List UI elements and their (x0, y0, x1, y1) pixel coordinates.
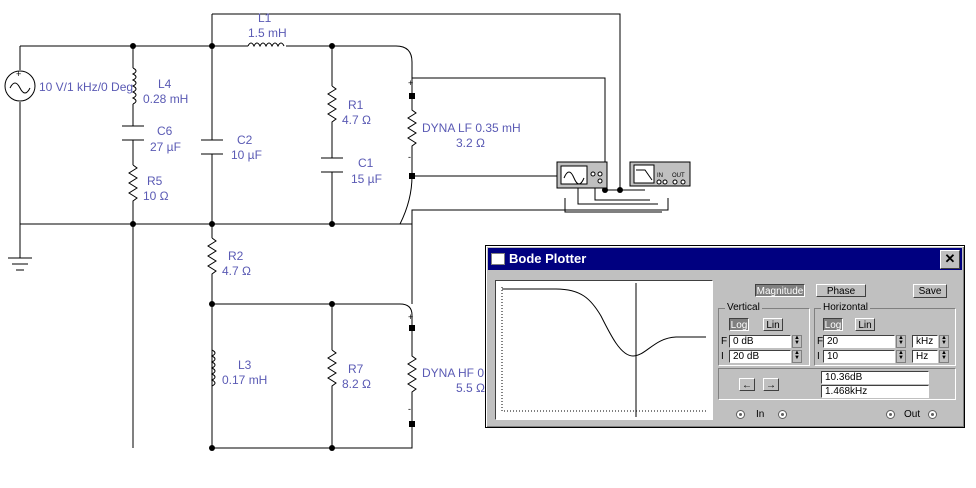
horizontal-final-unit[interactable]: kHz (912, 335, 938, 348)
C6-value: 27 µF (150, 140, 181, 154)
horizontal-initial-unit[interactable]: Hz (912, 350, 938, 363)
ac-source-symbol (4, 70, 36, 102)
C2-value: 10 µF (231, 148, 262, 162)
L4-name: L4 (158, 77, 172, 91)
vertical-final-spinner[interactable]: ▲▼ (792, 335, 802, 348)
resistor-R5-symbol (128, 164, 138, 205)
horizontal-final-field[interactable]: 20 (823, 335, 895, 348)
in-terminal-plus[interactable] (736, 410, 745, 419)
window-title: Bode Plotter (509, 251, 587, 266)
horizontal-final-unit-spinner[interactable]: ▲▼ (939, 335, 949, 348)
horizontal-f-label: F (817, 336, 824, 347)
bode-plotter-window[interactable]: Bode Plotter ✕ Magnitude Phase Save Vert… (485, 245, 965, 428)
L1-value: 1.5 mH (248, 26, 287, 40)
R7-name: R7 (348, 362, 364, 376)
svg-text:-: - (408, 404, 411, 414)
close-icon[interactable]: ✕ (940, 250, 960, 269)
readout-group: ← → 10.36dB 1.468kHz (718, 368, 956, 400)
cursor-right-button[interactable]: → (763, 378, 779, 391)
vertical-f-label: F (721, 336, 728, 347)
L3-value: 0.17 mH (222, 373, 267, 387)
polarity-marks: + - + - (408, 78, 413, 414)
R5-value: 10 Ω (143, 189, 169, 203)
horizontal-title: Horizontal (821, 302, 871, 313)
horizontal-i-label: I (817, 351, 820, 362)
dyna-hf-value: 5.5 Ω (456, 381, 485, 395)
dyna-lf-name: DYNA LF 0.35 mH (422, 121, 521, 135)
readout-frequency: 1.468kHz (821, 385, 929, 398)
R2-value: 4.7 Ω (222, 264, 251, 278)
dyna-lf-symbol (407, 96, 417, 150)
bode-plot-area[interactable] (495, 280, 713, 420)
vertical-initial-spinner[interactable]: ▲▼ (792, 350, 802, 363)
vertical-initial-field[interactable]: 20 dB (729, 350, 791, 363)
vertical-final-field[interactable]: 0 dB (729, 335, 791, 348)
horizontal-initial-spinner[interactable]: ▲▼ (896, 350, 906, 363)
R1-name: R1 (348, 98, 364, 112)
capacitor-C6-symbol (122, 125, 144, 141)
plus-sign: + (16, 69, 21, 79)
bode-title-bar[interactable]: Bode Plotter ✕ (488, 248, 962, 270)
cursor-left-button[interactable]: ← (739, 378, 755, 391)
svg-text:-: - (408, 152, 411, 162)
R2-name: R2 (228, 249, 244, 263)
svg-text:+: + (408, 312, 413, 322)
vertical-log-button[interactable]: Log (729, 318, 749, 331)
C6-name: C6 (157, 124, 173, 138)
terminals (409, 93, 415, 427)
inductor-L3-symbol (210, 349, 216, 396)
horizontal-final-spinner[interactable]: ▲▼ (896, 335, 906, 348)
vertical-lin-button[interactable]: Lin (763, 318, 783, 331)
dyna-hf-symbol (407, 350, 417, 400)
R1-value: 4.7 Ω (342, 113, 371, 127)
resistor-R2-symbol (207, 237, 217, 282)
horizontal-lin-button[interactable]: Lin (855, 318, 875, 331)
save-button[interactable]: Save (913, 284, 947, 298)
capacitor-C2-symbol (201, 139, 223, 155)
magnitude-button[interactable]: Magnitude (755, 284, 805, 297)
dyna-hf-name: DYNA HF 0. (422, 366, 487, 380)
horizontal-log-button[interactable]: Log (823, 318, 843, 331)
oscilloscope-instrument-icon[interactable] (556, 161, 608, 189)
bode-magnitude-curve (501, 283, 706, 417)
wires (8, 13, 669, 449)
R5-name: R5 (147, 174, 163, 188)
out-label: Out (904, 409, 921, 420)
C1-value: 15 µF (351, 172, 382, 186)
C1-name: C1 (358, 156, 374, 170)
bode-icon-out-label: OUT (672, 173, 685, 179)
phase-button[interactable]: Phase (816, 284, 866, 297)
L3-name: L3 (238, 358, 252, 372)
L4-value: 0.28 mH (143, 92, 188, 106)
ac-source-wave (9, 82, 31, 94)
bode-plotter-instrument-icon[interactable]: IN OUT (629, 161, 691, 187)
in-label: In (756, 409, 765, 420)
in-terminal-minus[interactable] (778, 410, 787, 419)
window-icon (491, 253, 505, 265)
out-terminal-plus[interactable] (886, 410, 895, 419)
source-label: 10 V/1 kHz/0 Deg (39, 80, 133, 94)
horizontal-initial-unit-spinner[interactable]: ▲▼ (939, 350, 949, 363)
dyna-lf-value: 3.2 Ω (456, 136, 485, 150)
vertical-group: Vertical Log Lin F 0 dB ▲▼ I 20 dB ▲▼ (718, 302, 810, 366)
readout-magnitude: 10.36dB (821, 371, 929, 384)
capacitor-C1-symbol (321, 157, 343, 173)
L1-name: L1 (258, 11, 272, 25)
horizontal-group: Horizontal Log Lin F 20 ▲▼ kHz ▲▼ I 10 ▲… (814, 302, 956, 366)
inductor-L1-symbol (247, 42, 285, 48)
inductor-L4-symbol (131, 67, 137, 105)
resistor-R1-symbol (327, 85, 337, 126)
horizontal-initial-field[interactable]: 10 (823, 350, 895, 363)
bode-icon-in-label: IN (657, 173, 663, 179)
svg-text:+: + (408, 78, 413, 88)
out-terminal-minus[interactable] (928, 410, 937, 419)
R7-value: 8.2 Ω (342, 377, 371, 391)
vertical-title: Vertical (725, 302, 762, 313)
C2-name: C2 (237, 133, 253, 147)
vertical-i-label: I (721, 351, 724, 362)
resistor-R7-symbol (327, 349, 337, 396)
